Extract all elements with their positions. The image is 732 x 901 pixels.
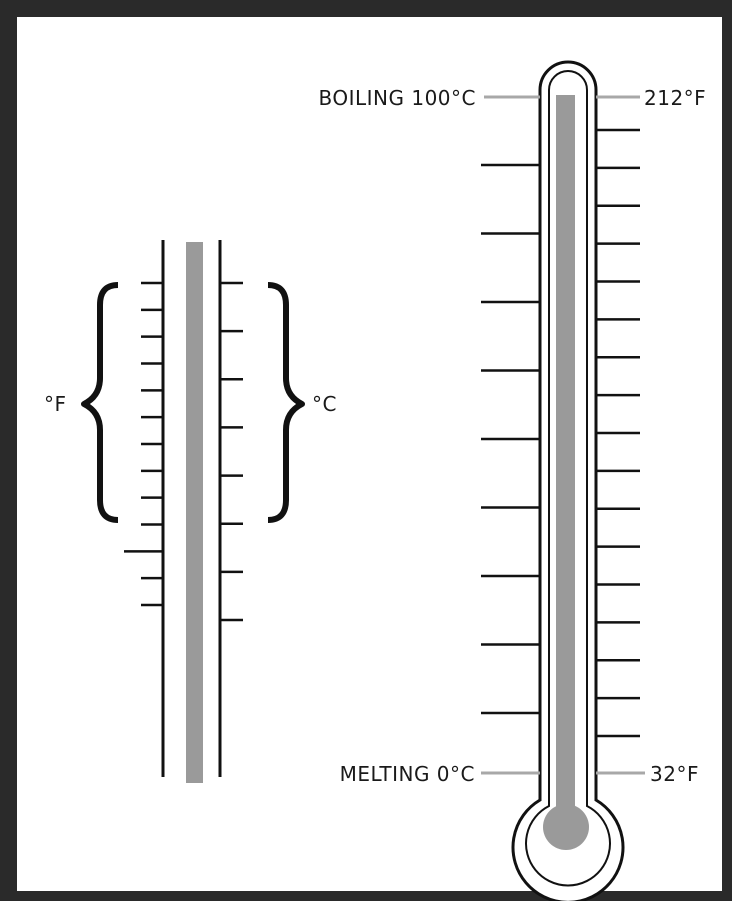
fahrenheit-bottom-label: 32°F	[650, 762, 699, 786]
small-celsius-label: °C	[312, 392, 337, 416]
small-thermometer: °F °C	[44, 240, 337, 783]
large-thermometer: BOILING 100°C 212°F MELTING 0°C 32°F	[318, 60, 706, 901]
boiling-label: BOILING 100°C	[318, 86, 476, 110]
large-mercury-bulb	[543, 804, 589, 850]
melting-label: MELTING 0°C	[340, 762, 475, 786]
celsius-brace	[267, 282, 305, 523]
large-mercury-column	[556, 95, 575, 825]
large-fahrenheit-ticks	[596, 128, 640, 738]
fahrenheit-top-label: 212°F	[644, 86, 706, 110]
frame-inner	[17, 17, 722, 891]
small-fahrenheit-label: °F	[44, 392, 67, 416]
fahrenheit-brace	[81, 282, 119, 523]
large-celsius-ticks	[481, 163, 540, 715]
small-mercury-column	[186, 242, 203, 783]
small-celsius-ticks	[220, 281, 243, 622]
small-fahrenheit-ticks	[124, 281, 163, 607]
